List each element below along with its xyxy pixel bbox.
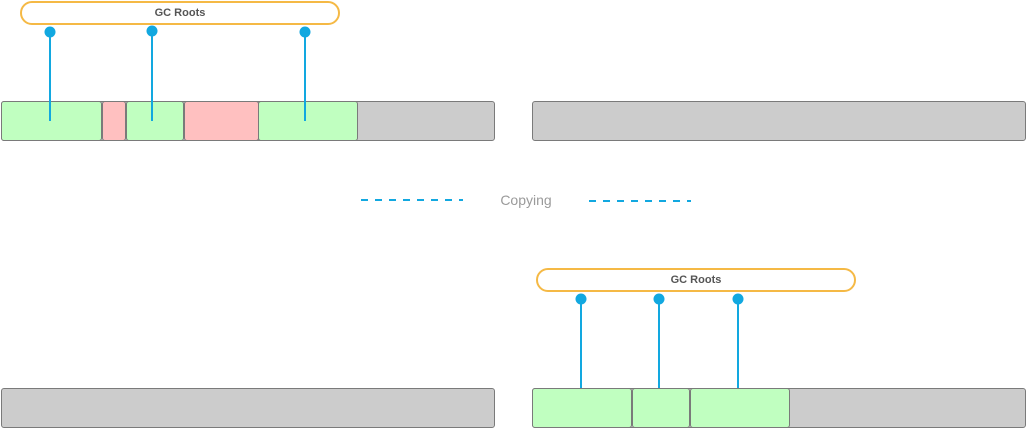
reference-dot (146, 25, 158, 37)
dead-object (102, 101, 126, 141)
heap-from-space-after (1, 388, 495, 428)
live-object (258, 101, 358, 141)
live-object (632, 388, 690, 428)
reference-dot (44, 26, 56, 38)
reference-dot (299, 26, 311, 38)
live-object (690, 388, 790, 428)
live-object (532, 388, 632, 428)
gc-roots-after: GC Roots (536, 268, 856, 292)
heap-to-space-before (532, 101, 1026, 141)
reference-dot (653, 293, 665, 305)
gc-roots-before: GC Roots (20, 1, 340, 25)
reference-dot (732, 293, 744, 305)
live-object (1, 101, 102, 141)
reference-dot (575, 293, 587, 305)
dead-object (184, 101, 259, 141)
heap-from-space-before (1, 101, 495, 141)
gc-roots-before-label: GC Roots (154, 7, 206, 19)
copying-label: Copying (500, 192, 552, 208)
heap-to-space-after (532, 388, 1026, 428)
live-object (126, 101, 184, 141)
references-after (575, 293, 744, 388)
gc-roots-after-label: GC Roots (670, 274, 722, 286)
